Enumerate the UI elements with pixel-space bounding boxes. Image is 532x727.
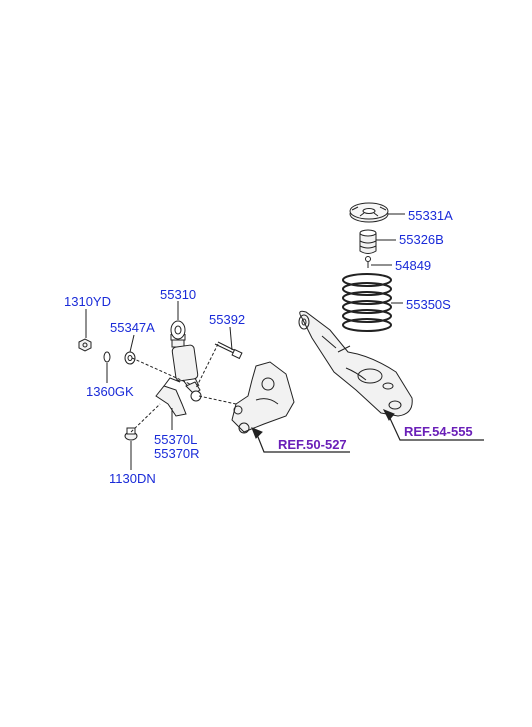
part-label-55331a[interactable]: 55331A: [408, 208, 453, 223]
part-label-55326b[interactable]: 55326B: [399, 232, 444, 247]
bracket-part: [155, 377, 187, 417]
part-label-1310yd[interactable]: 1310YD: [64, 294, 111, 309]
part-label-55310[interactable]: 55310: [160, 287, 197, 302]
washer-part: [103, 351, 111, 363]
spring-seat-part: [349, 202, 389, 223]
ref-label-54-555[interactable]: REF.54-555: [404, 424, 473, 439]
long-bolt-part: [214, 341, 243, 360]
ref-label-50-527[interactable]: REF.50-527: [278, 437, 347, 452]
knuckle-part: [231, 361, 295, 434]
nut-part: [78, 338, 92, 352]
part-label-55370l[interactable]: 55370L: [154, 432, 198, 447]
part-label-55392[interactable]: 55392: [209, 312, 246, 327]
ref-50-527-pointer: [251, 427, 350, 453]
part-label-54849[interactable]: 54849: [395, 258, 432, 273]
coil-spring-part: [342, 273, 392, 332]
ref-54-555-pointer: [382, 409, 484, 441]
lower-arm-part: [298, 310, 413, 417]
assembly-lines: [130, 343, 237, 433]
part-label-55347a[interactable]: 55347A: [110, 320, 155, 335]
part-label-1130dn[interactable]: 1130DN: [109, 471, 156, 486]
part-label-55370r[interactable]: 55370R: [154, 446, 200, 461]
spacer-washer-part: [124, 351, 136, 365]
part-label-1360gk[interactable]: 1360GK: [86, 384, 134, 399]
small-bolt-part: [365, 256, 371, 268]
shock-absorber-part: [170, 320, 202, 402]
part-label-55350s[interactable]: 55350S: [406, 297, 451, 312]
bump-stopper-part: [359, 229, 377, 254]
flange-bolt-part: [124, 427, 138, 441]
leader-lines: [85, 213, 405, 470]
